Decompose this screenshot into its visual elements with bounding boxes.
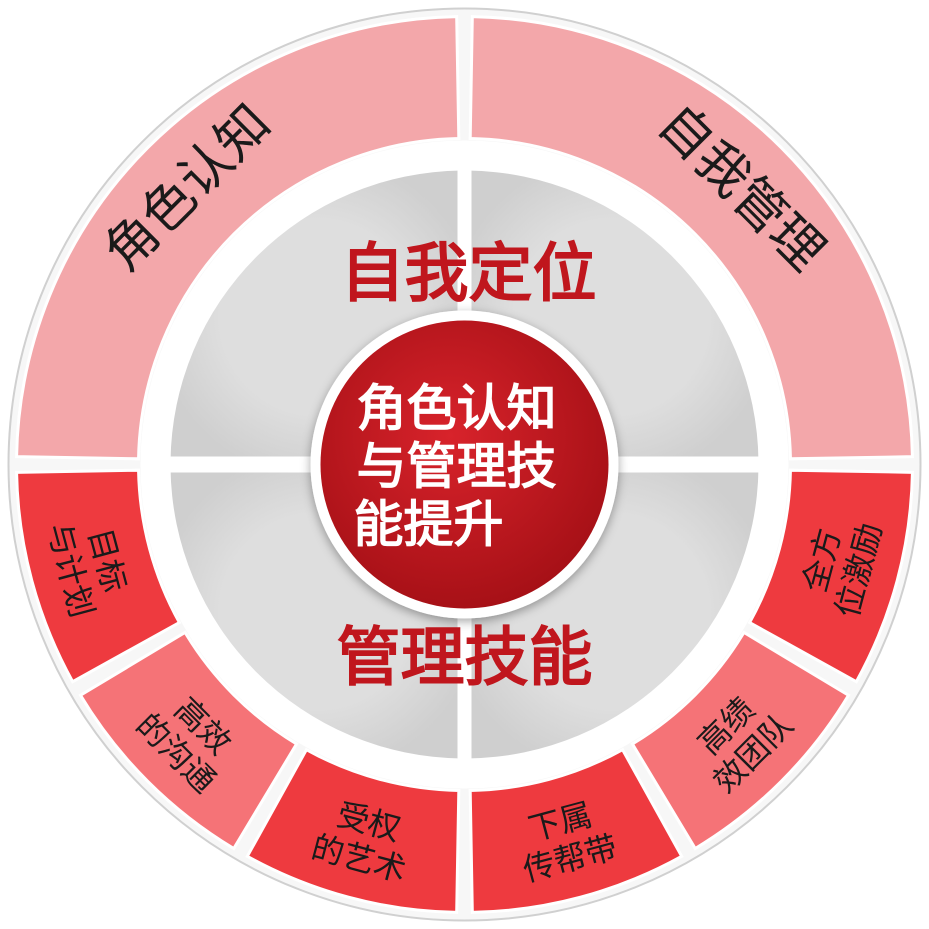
center-title-line: 能提升 (354, 496, 504, 554)
lower-segment (468, 747, 684, 914)
quadrant-label-bottom: 管理技能 (337, 622, 593, 696)
lower-segment (15, 468, 182, 684)
lower-segment (245, 747, 461, 914)
quadrant-label-top: 自我定位 (341, 238, 597, 312)
lower-segment (78, 630, 299, 851)
center-title-line: 与管理技 (357, 438, 557, 496)
lower-segment (747, 468, 914, 684)
center-title-line: 角色认知 (357, 380, 557, 438)
center-disc (320, 320, 609, 609)
upper-segment (15, 15, 461, 461)
upper-segment (468, 15, 914, 461)
lower-segment (630, 630, 851, 851)
